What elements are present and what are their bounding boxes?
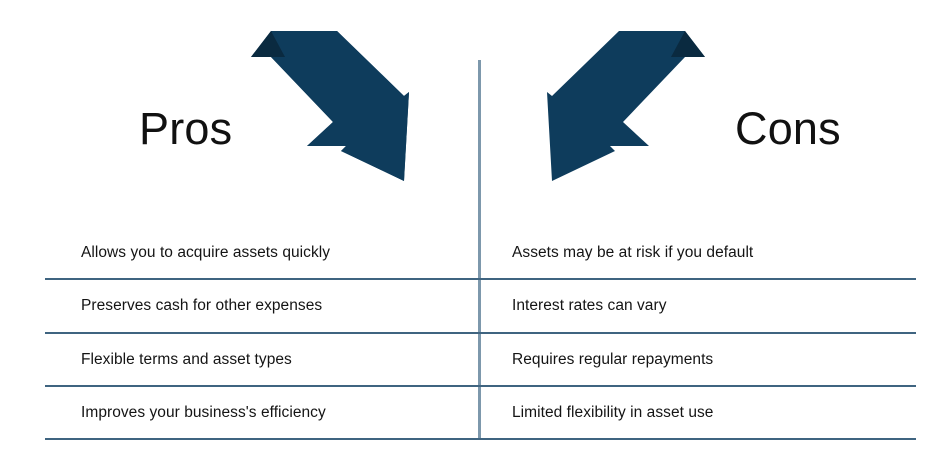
cons-item: Requires regular repayments [512, 350, 714, 368]
pros-item: Preserves cash for other expenses [81, 296, 323, 314]
cons-item: Limited flexibility in asset use [512, 403, 714, 421]
column-separator [478, 60, 481, 440]
row-divider [45, 332, 916, 334]
pros-item: Improves your business's efficiency [81, 403, 326, 421]
row-divider [45, 438, 916, 440]
table-row: Allows you to acquire assets quickly Ass… [45, 226, 916, 279]
curved-arrow-down-right-icon [249, 24, 429, 204]
cons-item: Assets may be at risk if you default [512, 243, 754, 261]
pros-item: Flexible terms and asset types [81, 350, 292, 368]
row-divider [45, 278, 916, 280]
row-divider [45, 385, 916, 387]
cons-heading: Cons [735, 103, 841, 154]
curved-arrow-down-left-icon [527, 24, 707, 204]
comparison-table: Allows you to acquire assets quickly Ass… [45, 226, 916, 440]
table-row: Improves your business's efficiency Limi… [45, 386, 916, 439]
pros-item: Allows you to acquire assets quickly [81, 243, 331, 261]
table-row: Flexible terms and asset types Requires … [45, 333, 916, 386]
table-row: Preserves cash for other expenses Intere… [45, 279, 916, 332]
pros-heading: Pros [139, 103, 233, 154]
cons-item: Interest rates can vary [512, 296, 667, 314]
